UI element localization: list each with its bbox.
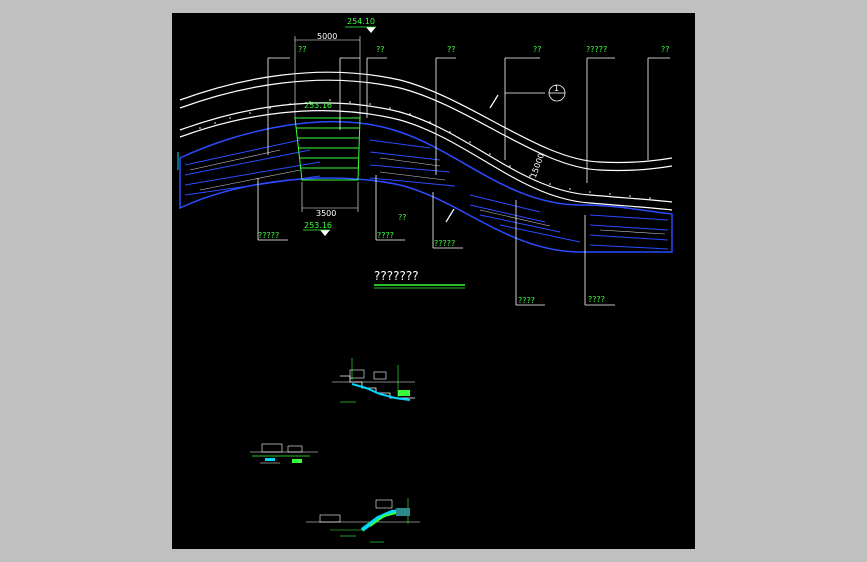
- section-marker-number: 1: [554, 84, 559, 93]
- callout-bottom-2: ????: [377, 231, 394, 240]
- slope-length-text: 15000: [529, 152, 546, 179]
- callout-bottom-5: ????: [518, 296, 535, 305]
- water-channel: [179, 121, 673, 253]
- water-elevation-lower-text: 253.16: [304, 221, 332, 230]
- callout-top-5: ?????: [586, 45, 607, 54]
- callout-bottom-6: ????: [588, 295, 605, 304]
- callout-top-3: ??: [447, 45, 456, 54]
- path-curves: [179, 71, 673, 211]
- gravel-dots: [199, 99, 651, 199]
- water-hatch: [184, 139, 669, 250]
- callout-bottom-4: ?????: [434, 239, 455, 248]
- elevation-marker-bottom: [320, 230, 330, 236]
- callout-top-4: ??: [533, 45, 542, 54]
- green-steps: [294, 117, 361, 181]
- detail-section-2: [250, 443, 318, 464]
- dimension-lines: [294, 36, 361, 212]
- detail-section-1: [332, 358, 415, 403]
- callout-bottom-3: ??: [398, 213, 407, 222]
- top-width-text: 5000: [317, 32, 337, 41]
- callout-top-6: ??: [661, 45, 670, 54]
- elevation-marker-top: [366, 27, 376, 33]
- water-hatch-white: [189, 149, 666, 235]
- leader-lines: [257, 57, 670, 306]
- water-elevation-upper-text: 253.16: [304, 101, 332, 110]
- drawing-sheet: [172, 13, 695, 549]
- detail-section-3: [306, 498, 420, 543]
- plan-title: ???????: [374, 269, 419, 283]
- elevation-top-text: 254.10: [347, 17, 375, 26]
- callout-top-1: ??: [298, 45, 307, 54]
- callout-top-2: ??: [376, 45, 385, 54]
- callout-bottom-1: ?????: [258, 231, 279, 240]
- bottom-width-text: 3500: [316, 209, 336, 218]
- section-cut-lines: [445, 94, 499, 223]
